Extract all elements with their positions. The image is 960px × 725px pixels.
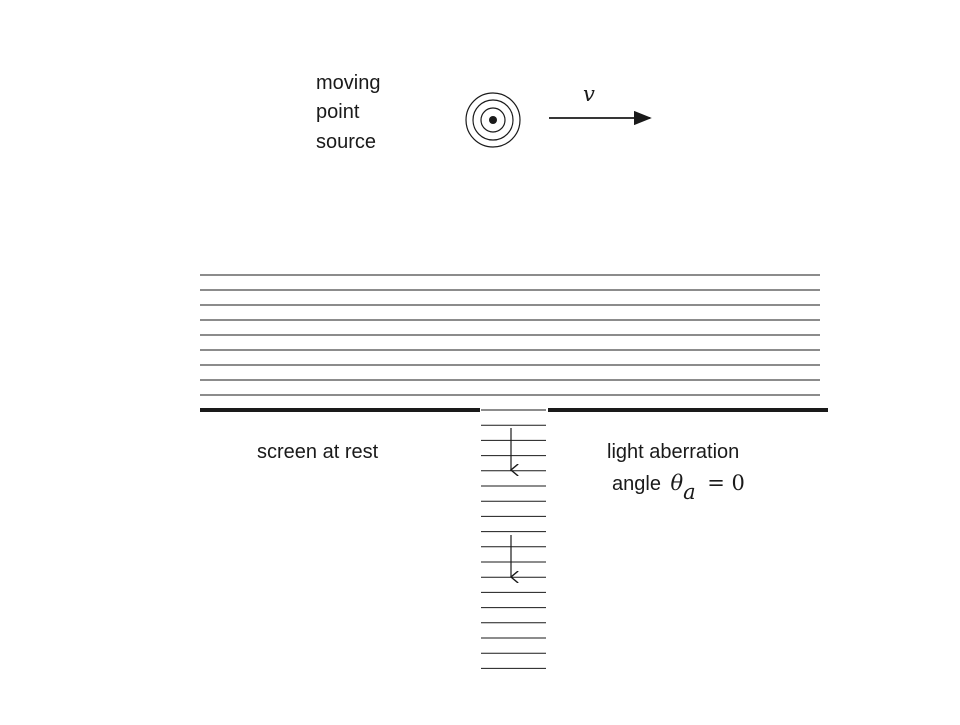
theta-subscript: a xyxy=(683,480,696,504)
wavefront-middle xyxy=(472,99,514,141)
equals-zero: = 0 xyxy=(707,471,745,495)
source-label-line-2: point xyxy=(316,101,360,123)
source-label-line-3: source xyxy=(316,131,377,153)
velocity-symbol: v xyxy=(583,82,595,106)
angle-word: angle xyxy=(612,473,661,495)
incoming-wavefronts xyxy=(200,274,820,396)
source-dot xyxy=(489,116,497,124)
transmitted-wavefronts xyxy=(481,409,546,669)
source-label-line-1: moving xyxy=(316,72,381,94)
aberration-label-line-1: light aberration xyxy=(607,441,740,463)
wavefront-inner xyxy=(480,107,506,133)
aberration-label-line-2: angle θa = 0 xyxy=(612,471,745,504)
wavefront-outer xyxy=(465,92,521,148)
theta-symbol: θ xyxy=(670,471,684,495)
screen-label: screen at rest xyxy=(257,441,379,463)
point-source xyxy=(465,92,521,148)
